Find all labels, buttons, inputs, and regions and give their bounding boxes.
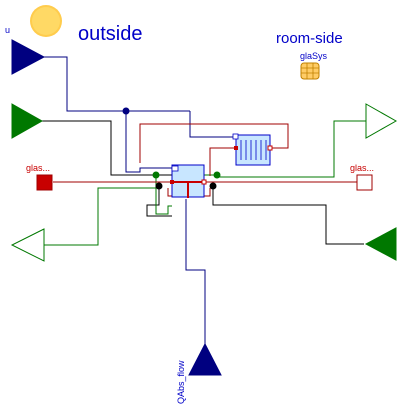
heat-port-left-label: glas... bbox=[26, 163, 50, 173]
qabs-flow-wire bbox=[185, 199, 206, 344]
gla-sys-record[interactable]: glaSys bbox=[300, 51, 328, 80]
green-input-port-right[interactable] bbox=[364, 227, 397, 261]
u-junction-dot bbox=[122, 107, 130, 115]
u-signal-wires bbox=[44, 56, 234, 173]
u-input-port[interactable]: u bbox=[5, 25, 46, 75]
sun-icon bbox=[30, 5, 62, 37]
glass-component[interactable] bbox=[170, 164, 207, 198]
green-output-port-right[interactable] bbox=[365, 103, 398, 139]
qabs-flow-label: QAbs_flow bbox=[176, 360, 186, 404]
heat-port-wires bbox=[53, 123, 357, 197]
green-junction-dot-left bbox=[152, 171, 160, 179]
room-side-label: room-side bbox=[276, 30, 343, 47]
gla-sys-label: glaSys bbox=[300, 51, 328, 61]
green-input-port[interactable] bbox=[11, 103, 44, 139]
u-input-label: u bbox=[5, 25, 10, 35]
qabs-flow-input-port[interactable]: QAbs_flow bbox=[176, 342, 222, 404]
radiation-component[interactable] bbox=[232, 133, 273, 166]
black-junction-dot-right bbox=[209, 182, 217, 190]
outside-label: outside bbox=[78, 23, 143, 45]
heat-port-right-label: glas... bbox=[350, 163, 374, 173]
heat-port-right[interactable]: glas... bbox=[350, 163, 374, 191]
green-junction-dot-right bbox=[213, 171, 221, 179]
green-output-port-left[interactable] bbox=[10, 228, 45, 262]
heat-port-left[interactable]: glas... bbox=[26, 163, 53, 191]
black-junction-dot-left bbox=[155, 182, 163, 190]
